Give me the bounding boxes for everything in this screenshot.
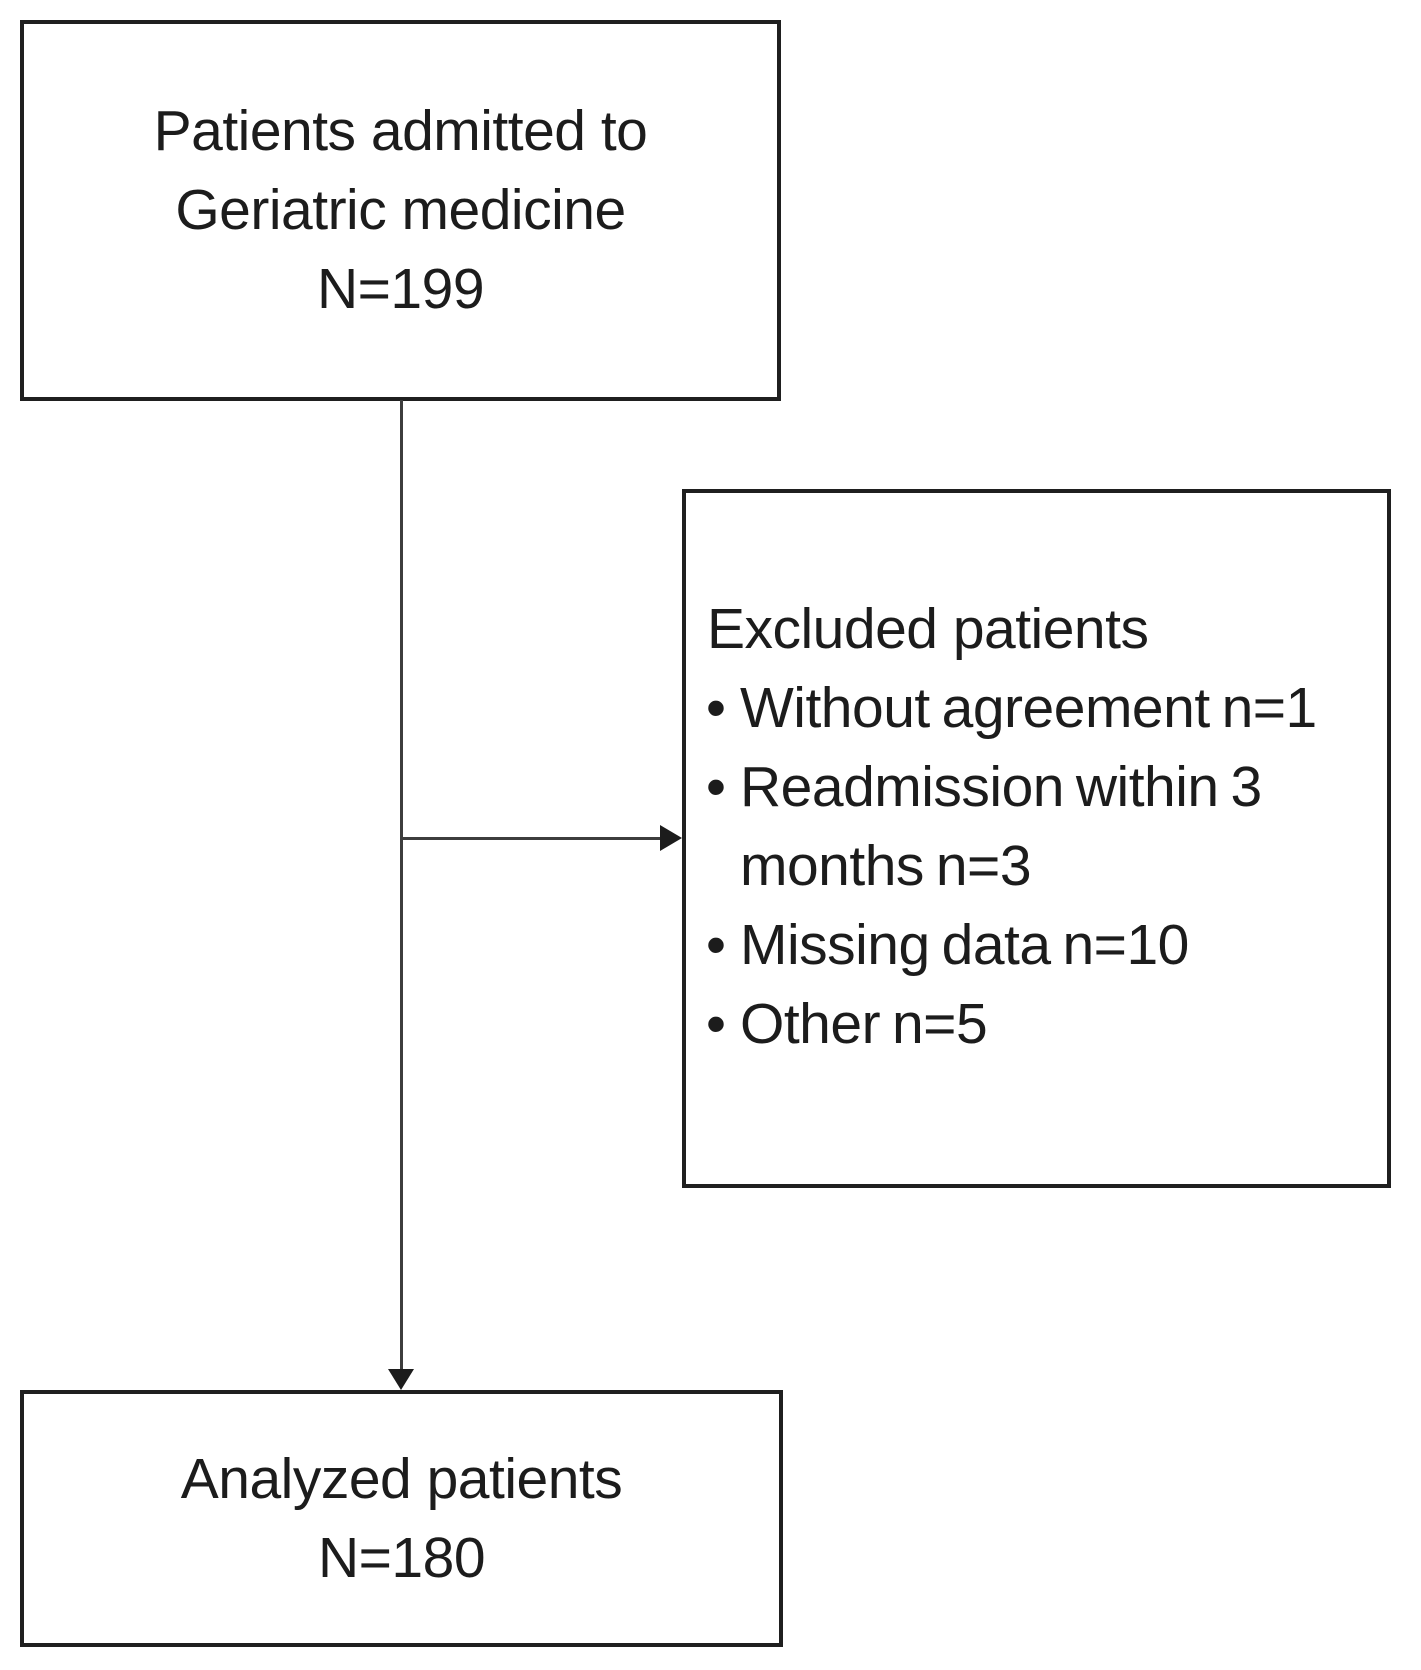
admitted-box-line-2: Geriatric medicine	[175, 178, 626, 242]
excluded-reasons-list: • Without agreement n=1 • Readmission wi…	[706, 669, 1373, 1064]
arrowhead-down-icon	[388, 1369, 414, 1390]
excluded-reason-text: Without agreement n=1	[740, 676, 1317, 740]
admitted-box-line-1: Patients admitted to	[153, 99, 648, 163]
bullet-icon: •	[706, 676, 726, 740]
arrowhead-right-icon	[660, 825, 682, 851]
admitted-patients-box: Patients admitted to Geriatric medicine …	[20, 20, 781, 401]
analyzed-box-line-1: Analyzed patients	[180, 1446, 623, 1511]
excluded-patients-box: Excluded patients • Without agreement n=…	[682, 489, 1391, 1188]
excluded-reason-item: • Readmission within 3 months n=3	[706, 748, 1373, 906]
excluded-reason-text: Readmission within 3 months n=3	[740, 755, 1262, 898]
bullet-icon: •	[706, 992, 726, 1056]
excluded-reason-text: Other n=5	[740, 992, 988, 1056]
horizontal-connector-line	[401, 837, 662, 840]
excluded-reason-item: • Missing data n=10	[706, 906, 1373, 985]
bullet-icon: •	[706, 755, 726, 819]
vertical-connector-line	[400, 400, 403, 1370]
analyzed-box-count: N=180	[317, 1525, 486, 1590]
excluded-reason-item: • Without agreement n=1	[706, 669, 1373, 748]
excluded-reason-text: Missing data n=10	[740, 913, 1189, 977]
excluded-reason-item: • Other n=5	[706, 985, 1373, 1064]
bullet-icon: •	[706, 913, 726, 977]
admitted-box-count: N=199	[316, 257, 485, 321]
excluded-box-title: Excluded patients	[707, 597, 1149, 661]
analyzed-patients-box: Analyzed patients N=180	[20, 1390, 783, 1647]
